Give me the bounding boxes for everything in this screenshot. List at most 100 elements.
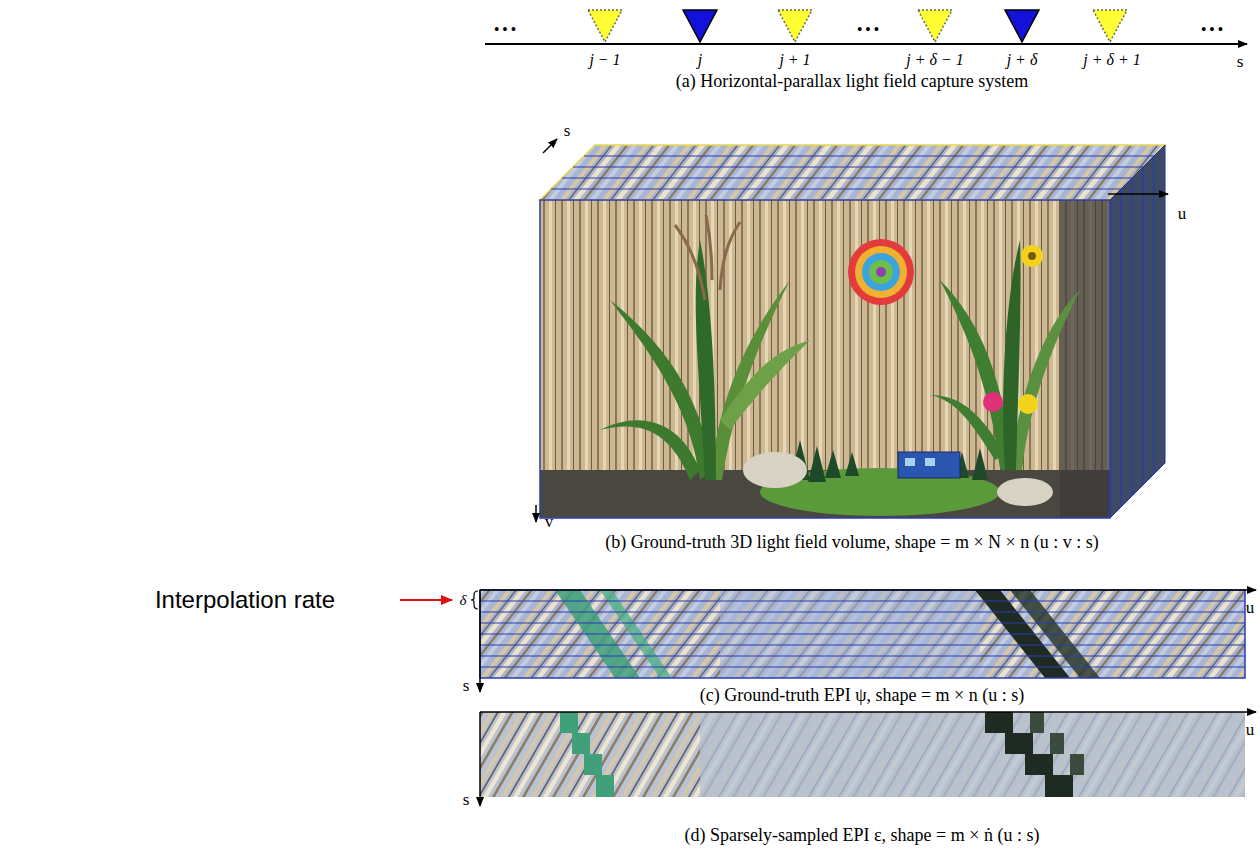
s-axis <box>479 712 481 806</box>
row-line <box>480 644 1245 645</box>
yellow-flower <box>1018 394 1038 414</box>
front-slice-outline <box>540 200 1110 518</box>
blue-house <box>898 452 960 478</box>
row-line <box>480 633 1245 634</box>
axis-label: u <box>1178 205 1187 224</box>
pinwheel <box>862 253 900 291</box>
dark-block <box>1005 733 1033 754</box>
leaf <box>600 420 700 480</box>
virtual-camera <box>918 10 952 42</box>
volume-top-face <box>540 145 1165 200</box>
rock <box>997 478 1053 506</box>
axis-label: s <box>463 791 470 810</box>
leaf <box>940 280 1012 470</box>
u-axis <box>1108 193 1168 195</box>
axis-label: u <box>1246 721 1255 740</box>
subfigure-caption: (c) Ground-truth EPI ψ, shape = m × n (u… <box>700 686 1025 706</box>
light-field-volume <box>536 139 1168 522</box>
virtual-camera <box>1093 10 1127 42</box>
epi-texture <box>480 712 1245 797</box>
ellipsis: • • • <box>857 22 879 37</box>
plume <box>706 215 712 280</box>
ground-truth-epi <box>400 590 1256 692</box>
row-line <box>480 611 1245 612</box>
epi-outline <box>480 590 1245 678</box>
dark-corner <box>1060 200 1110 518</box>
bamboo-wall <box>540 200 1110 518</box>
axis-label: v <box>545 513 554 532</box>
callout-arrow <box>400 599 452 601</box>
green-block <box>560 712 578 733</box>
tree <box>808 446 826 482</box>
window <box>925 458 935 466</box>
grey-region <box>700 712 1245 797</box>
window <box>905 458 915 466</box>
virtual-camera <box>778 10 812 42</box>
u-axis <box>480 711 1256 713</box>
yellow-flower <box>1021 245 1043 267</box>
dark-block <box>1030 712 1044 733</box>
subfigure-caption: (d) Sparsely-sampled EPI ε, shape = m × … <box>685 826 1040 846</box>
row-lines <box>480 601 1245 667</box>
pink-flower <box>983 392 1003 412</box>
green-block <box>584 754 602 775</box>
leaf <box>1003 240 1020 470</box>
ellipsis: • • • <box>1201 22 1223 37</box>
subfigure-caption: (b) Ground-truth 3D light field volume, … <box>605 533 1098 553</box>
rock <box>743 452 807 488</box>
left-plant <box>600 240 810 480</box>
s-axis <box>485 43 1247 45</box>
virtual-camera <box>588 10 622 42</box>
real-camera <box>1005 10 1039 42</box>
axis-label: s <box>463 677 470 696</box>
callout-text: Interpolation rate <box>155 587 335 613</box>
flower-center <box>1028 252 1036 260</box>
volume-side-face <box>1110 145 1165 518</box>
right-plant <box>930 240 1080 470</box>
tree <box>825 450 841 478</box>
row-line <box>480 666 1245 667</box>
ellipsis: • • • <box>494 22 516 37</box>
row-line <box>480 622 1245 623</box>
camera-array <box>485 10 1247 44</box>
green-block <box>596 775 614 797</box>
plume <box>675 225 705 300</box>
pinwheel <box>869 260 893 284</box>
axis-label: s <box>1237 53 1244 72</box>
dark-block <box>1045 775 1073 797</box>
delta-label: δ <box>460 592 467 609</box>
pinwheel <box>848 239 914 305</box>
green-block <box>572 733 590 754</box>
axis-label: u <box>1246 599 1255 618</box>
camera-index: j + δ − 1 <box>906 51 963 69</box>
dark-block <box>985 712 1013 733</box>
s-axis <box>543 139 557 153</box>
tree <box>845 452 859 476</box>
scene-photo <box>540 200 1110 518</box>
camera-index: j <box>698 51 702 69</box>
pinwheel <box>876 267 886 277</box>
camera-index: j + δ + 1 <box>1083 51 1140 69</box>
s-axis <box>479 590 481 692</box>
plume <box>720 222 740 290</box>
delta-brace <box>471 591 478 609</box>
row-line <box>480 655 1245 656</box>
epi-image <box>480 590 1245 678</box>
sparse-epi <box>480 712 1256 806</box>
dark-block <box>1050 733 1064 754</box>
epi-texture <box>480 590 1245 678</box>
grass-plumes <box>675 215 740 300</box>
trees <box>790 440 988 482</box>
real-camera <box>683 10 717 42</box>
camera-index: j − 1 <box>589 51 620 69</box>
tree <box>972 448 988 480</box>
leaf <box>1010 290 1080 470</box>
axis-label: s <box>564 122 571 141</box>
subfigure-caption: (a) Horizontal-parallax light field capt… <box>676 72 1028 92</box>
pinwheel <box>855 246 907 298</box>
row-line <box>480 600 1245 601</box>
dark-block <box>1025 754 1053 775</box>
leaf <box>720 340 810 430</box>
u-axis <box>480 589 1256 591</box>
